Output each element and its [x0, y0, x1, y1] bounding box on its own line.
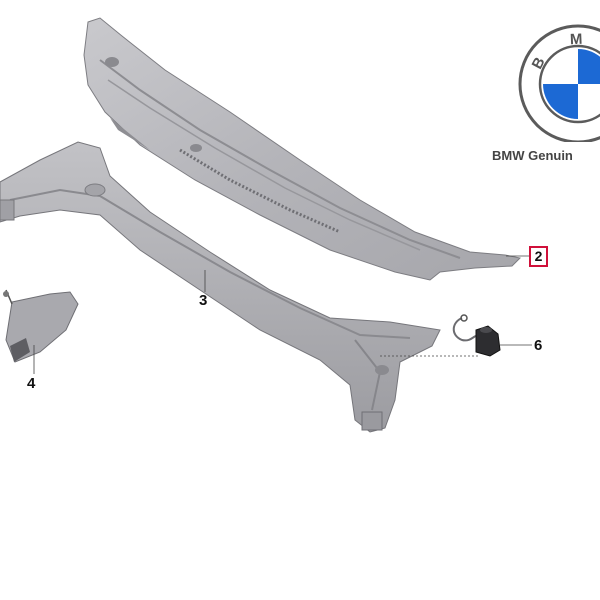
leader-lines: [33, 255, 532, 374]
part-side-cover: [3, 289, 79, 363]
callout-4[interactable]: 4: [27, 375, 36, 392]
brand-caption: BMW Genuin: [492, 148, 573, 163]
part-support-bracket: [0, 141, 441, 433]
part-grommet: [452, 314, 501, 357]
bmw-roundel-icon: B M W: [516, 22, 600, 142]
roundel-quadrant: [543, 84, 578, 119]
roundel-quadrant: [578, 49, 600, 84]
part-cowl-cover: [83, 17, 522, 281]
callout-2[interactable]: 2: [529, 246, 548, 267]
callout-3[interactable]: 3: [199, 292, 208, 309]
callout-6[interactable]: 6: [534, 337, 543, 354]
